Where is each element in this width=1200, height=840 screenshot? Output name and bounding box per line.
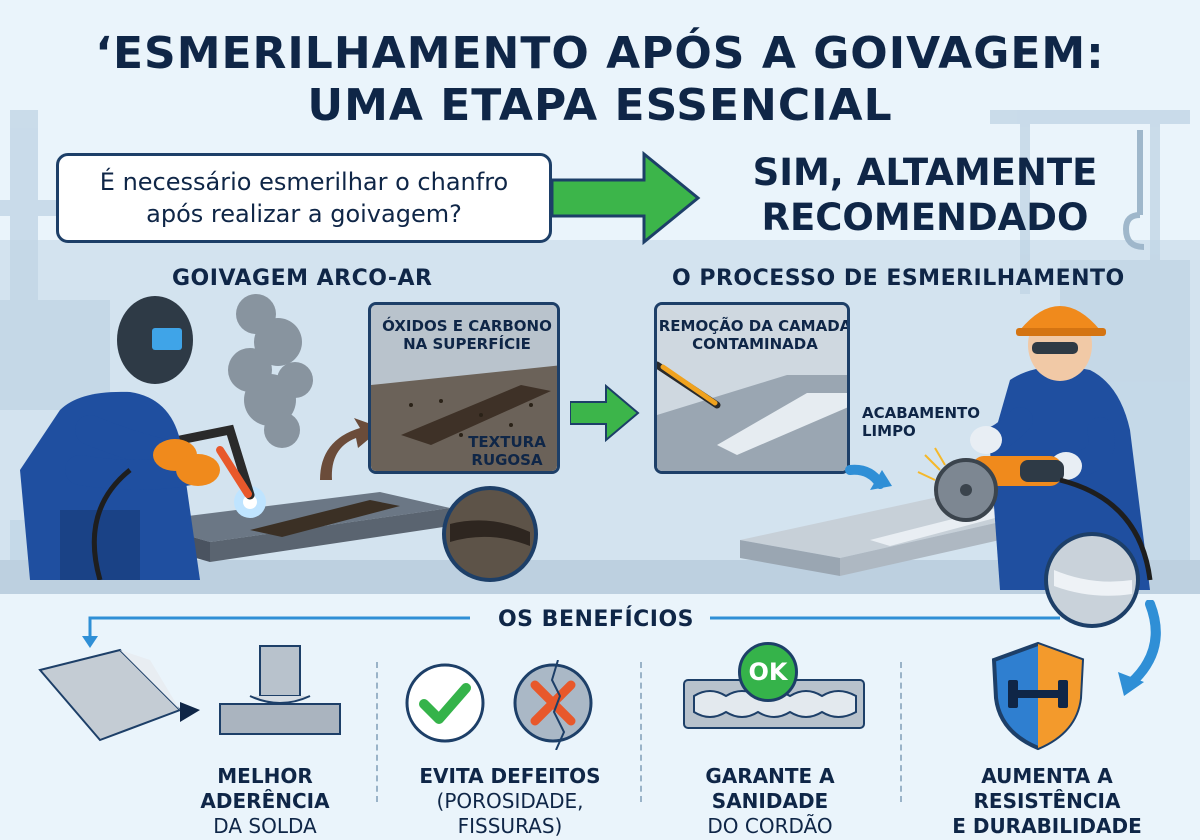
clean-finish-line-2: LIMPO — [862, 422, 916, 440]
benefit-separator — [640, 662, 642, 802]
welding-torch-icon — [175, 424, 255, 500]
rough-surface-illustration — [371, 305, 557, 471]
question-line-2: após realizar a goivagem? — [146, 200, 462, 228]
benefit-adhesion-illustration — [38, 645, 341, 742]
rough-magnifier-icon — [442, 486, 538, 582]
oxides-label-line-2: NA SUPERFÍCIE — [403, 335, 531, 353]
benefit-durability-line-1: AUMENTA A RESISTÊNCIA — [973, 764, 1121, 813]
answer-line-1: SIM, ALTAMENTE — [752, 151, 1098, 194]
benefit-durability-line-2: E DURABILIDADE — [952, 814, 1142, 838]
removal-label-line-1: REMOÇÃO DA CAMADA — [658, 317, 850, 335]
angle-grinder-icon — [934, 456, 1064, 522]
benefit-durability: AUMENTA A RESISTÊNCIA E DURABILIDADE — [912, 764, 1182, 839]
section-title-gouging: GOIVAGEM ARCO-AR — [172, 266, 433, 291]
cross-icon — [513, 660, 593, 750]
question-box: É necessário esmerilhar o chanfro após r… — [56, 153, 552, 243]
benefit-defects-line-2: (POROSIDADE, FISSURAS) — [436, 789, 584, 838]
benefit-defects-line-1: EVITA DEFEITOS — [419, 764, 601, 788]
check-icon — [405, 663, 485, 743]
benefit-defects: EVITA DEFEITOS (POROSIDADE, FISSURAS) — [390, 764, 630, 839]
benefit-adhesion-line-2: DA SOLDA — [213, 814, 317, 838]
oxides-label: ÓXIDOS E CARBONO NA SUPERFÍCIE — [371, 317, 557, 353]
clean-surface-illustration — [657, 305, 847, 471]
benefit-soundness: GARANTE A SANIDADE DO CORDÃO — [650, 764, 890, 839]
oxides-label-line-1: ÓXIDOS E CARBONO — [382, 317, 552, 335]
rough-texture-label: TEXTURA RUGOSA — [451, 433, 557, 469]
benefit-separator — [900, 662, 902, 802]
answer-line-2: RECOMENDADO — [761, 196, 1089, 239]
curved-arrow-icon — [1118, 600, 1161, 696]
section-title-grinding: O PROCESSO DE ESMERILHAMENTO — [672, 266, 1125, 291]
benefit-soundness-line-1: GARANTE A SANIDADE — [705, 764, 835, 813]
question-line-1: É necessário esmerilhar o chanfro — [99, 168, 509, 196]
benefit-adhesion-line-1: MELHOR ADERÊNCIA — [200, 764, 330, 813]
clean-detail-panel: REMOÇÃO DA CAMADA CONTAMINADA — [654, 302, 850, 474]
benefit-separator — [376, 662, 378, 802]
process-arrow-icon — [570, 384, 640, 442]
grinder-illustration — [740, 306, 1153, 590]
welder-illustration — [20, 294, 450, 580]
shield-dumbbell-icon — [991, 641, 1085, 751]
clean-finish-label: ACABAMENTO LIMPO — [862, 404, 980, 440]
title-line-2: UMA ETAPA ESSENCIAL — [307, 80, 893, 131]
ok-badge-icon: OK — [738, 642, 798, 702]
oxide-detail-panel: ÓXIDOS E CARBONO NA SUPERFÍCIE TEXTURA R… — [368, 302, 560, 474]
page-title: ‘ESMERILHAMENTO APÓS A GOIVAGEM: UMA ETA… — [0, 28, 1200, 132]
benefits-frame-lines — [82, 616, 1060, 648]
title-line-1: ‘ESMERILHAMENTO APÓS A GOIVAGEM: — [95, 28, 1105, 79]
benefit-soundness-line-2: DO CORDÃO — [707, 814, 833, 838]
arrow-right-icon — [552, 150, 701, 246]
clean-finish-line-1: ACABAMENTO — [862, 404, 980, 422]
benefits-title: OS BENEFÍCIOS — [497, 607, 695, 632]
contaminated-removal-label: REMOÇÃO DA CAMADA CONTAMINADA — [657, 317, 850, 353]
clean-magnifier-icon — [1044, 532, 1140, 628]
answer-text: SIM, ALTAMENTE RECOMENDADO — [690, 150, 1160, 240]
benefit-adhesion: MELHOR ADERÊNCIA DA SOLDA — [150, 764, 380, 839]
rough-texture-line-1: TEXTURA — [468, 433, 546, 451]
ok-badge-text: OK — [748, 658, 788, 686]
removal-label-line-2: CONTAMINADA — [692, 335, 818, 353]
rough-texture-line-2: RUGOSA — [471, 451, 543, 469]
